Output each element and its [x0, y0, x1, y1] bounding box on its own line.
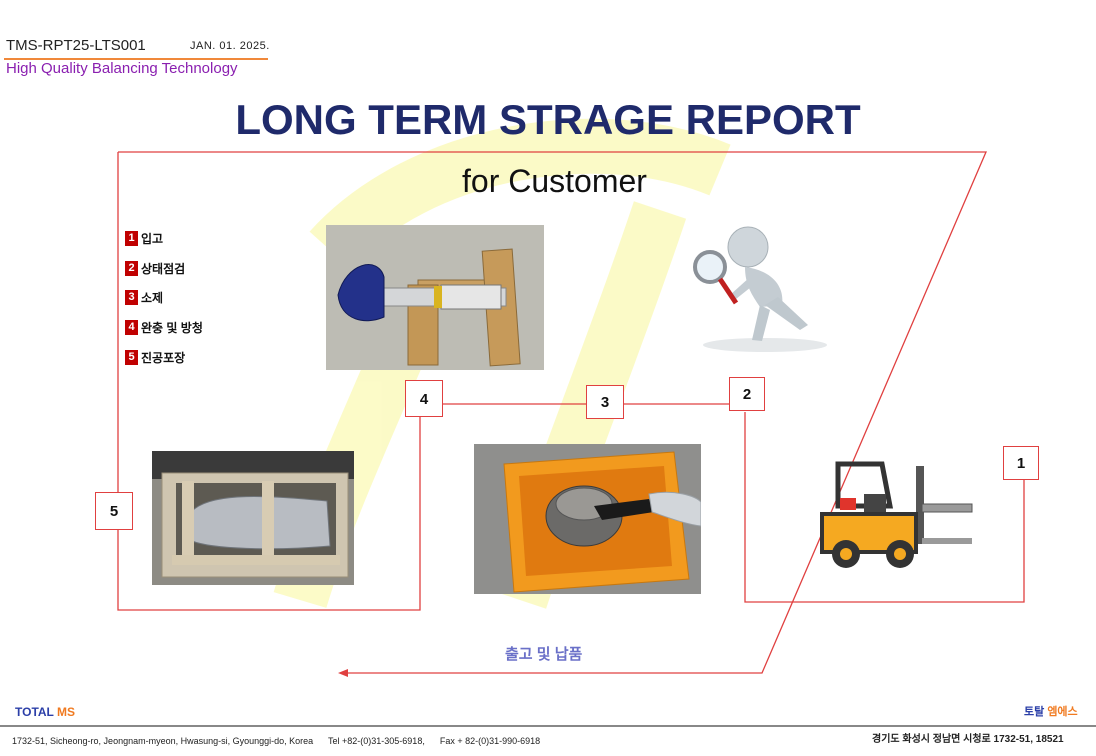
- tagline: High Quality Balancing Technology: [6, 60, 238, 77]
- legend-label: 상태점검: [141, 262, 186, 276]
- arrow-head-icon: [338, 669, 348, 677]
- address-ko: 경기도 화성시 정남면 시청로 1732-51, 18521: [872, 734, 1064, 745]
- address-en: 1732-51, Sicheong-ro, Jeongnam-myeon, Hw…: [12, 736, 541, 746]
- company-name-en: TOTAL MS: [15, 705, 75, 719]
- legend-label: 진공포장: [141, 351, 186, 365]
- doc-date: JAN. 01. 2025.: [190, 40, 270, 52]
- shipping-label: 출고 및 납품: [505, 646, 583, 663]
- legend-label: 완충 및 방청: [141, 321, 203, 335]
- page-subtitle: for Customer: [462, 163, 647, 199]
- legend-num: 5: [125, 350, 138, 365]
- step-box-2: 2: [729, 377, 765, 411]
- legend-label: 소제: [141, 291, 164, 305]
- company-name-ko: 토탈 엠에스: [1024, 703, 1078, 719]
- company-en-accent: MS: [57, 705, 76, 719]
- company-en-text: TOTAL: [15, 705, 54, 719]
- company-ko-accent: 엠에스: [1047, 706, 1078, 718]
- legend-num: 4: [125, 320, 138, 335]
- magnifier-figure-icon: [690, 225, 828, 355]
- company-ko-text: 토탈: [1024, 706, 1045, 718]
- step-box-1: 1: [1003, 446, 1039, 480]
- forklift-icon: [816, 460, 974, 574]
- footer-rule: [0, 725, 1096, 727]
- legend-num: 1: [125, 231, 138, 246]
- photo-vacuum-packing: [152, 451, 354, 585]
- step-box-5: 5: [95, 492, 133, 530]
- page-title: LONG TERM STRAGE REPORT: [235, 96, 861, 143]
- photo-cleaning: [474, 444, 701, 594]
- flow-lines: [117, 151, 1025, 674]
- legend-num: 2: [125, 261, 138, 276]
- step-box-4: 4: [405, 380, 443, 417]
- photo-rust-prevention: [326, 225, 544, 370]
- legend-label: 입고: [141, 232, 164, 246]
- header-rule: [4, 58, 268, 60]
- doc-code: TMS-RPT25-LTS001: [6, 37, 146, 54]
- step-box-3: 3: [586, 385, 624, 419]
- legend-num: 3: [125, 290, 138, 305]
